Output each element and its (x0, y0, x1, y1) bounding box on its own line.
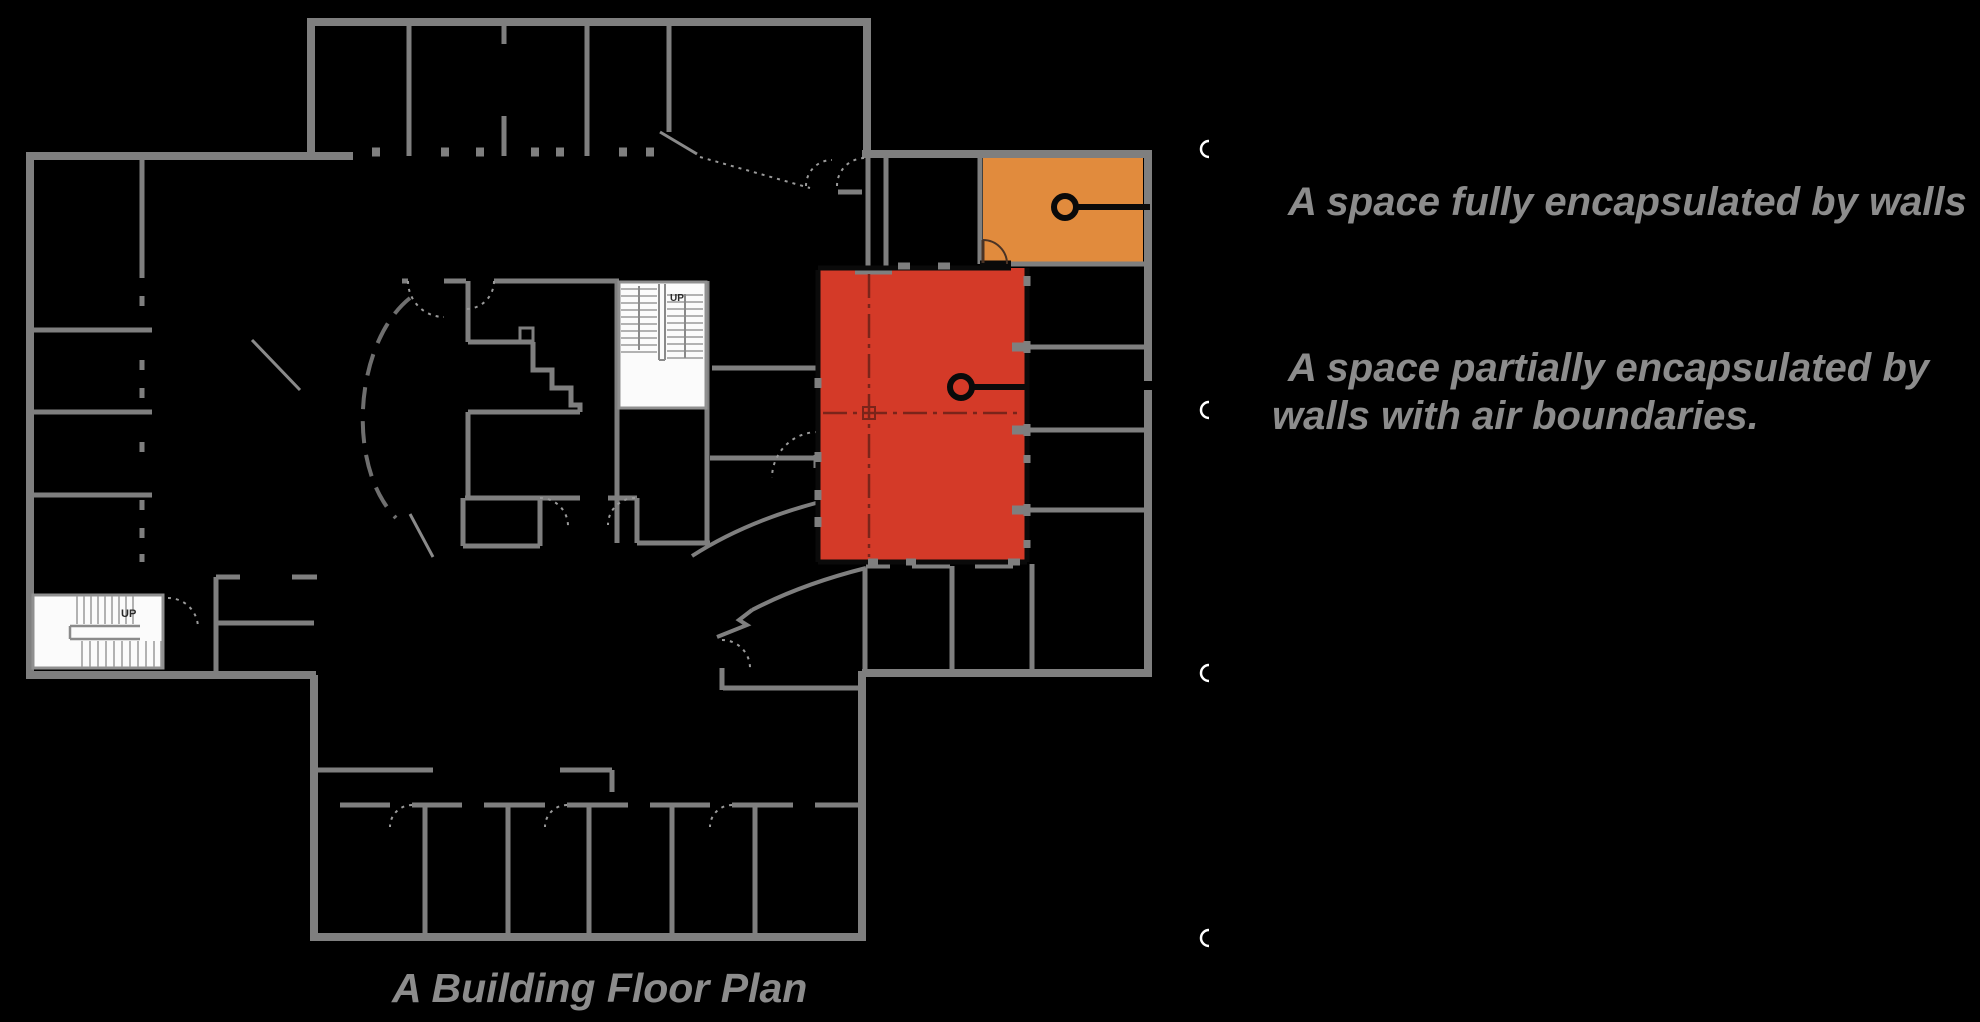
east-wall-joint (1141, 381, 1155, 390)
legend-fully-encapsulated: A space fully encapsulated by walls (1288, 180, 1967, 224)
legend-partially-line1: A space partially encapsulated by (1288, 346, 1929, 390)
door-arc (982, 239, 1008, 265)
fully-encapsulated-callout (1051, 193, 1150, 221)
dashed-corridor-arc (360, 296, 412, 520)
centerline-origin-marker (862, 406, 876, 420)
door-swing-arcs (167, 156, 866, 828)
legend-partially-encapsulated: A space partially encapsulated by walls … (1272, 344, 1929, 440)
interior-walls (26, 20, 1148, 937)
stair-up-label: UP (121, 608, 136, 620)
stair-divider (638, 284, 686, 361)
space-centerlines (823, 274, 1022, 557)
center-stairwell: UP (617, 280, 708, 410)
partially-encapsulated-callout (947, 373, 1026, 401)
legend-partially-line2: walls with air boundaries. (1272, 394, 1759, 438)
partially-encapsulated-space (818, 268, 1027, 562)
stair-up-label: UP (670, 293, 684, 304)
fully-encapsulated-door (981, 239, 1008, 265)
stair-treads (76, 596, 162, 667)
fully-encapsulated-space (983, 158, 1143, 264)
stair-divider (68, 624, 140, 641)
door-leaves (250, 130, 698, 558)
core-notch (518, 326, 535, 344)
caption: A Building Floor Plan (392, 965, 808, 1011)
boundary-stubs (814, 262, 1031, 566)
crescent-marks (1199, 139, 1210, 948)
southwest-stairwell: UP (31, 593, 165, 670)
air-boundaries (814, 260, 1031, 566)
curved-walls (690, 501, 867, 639)
